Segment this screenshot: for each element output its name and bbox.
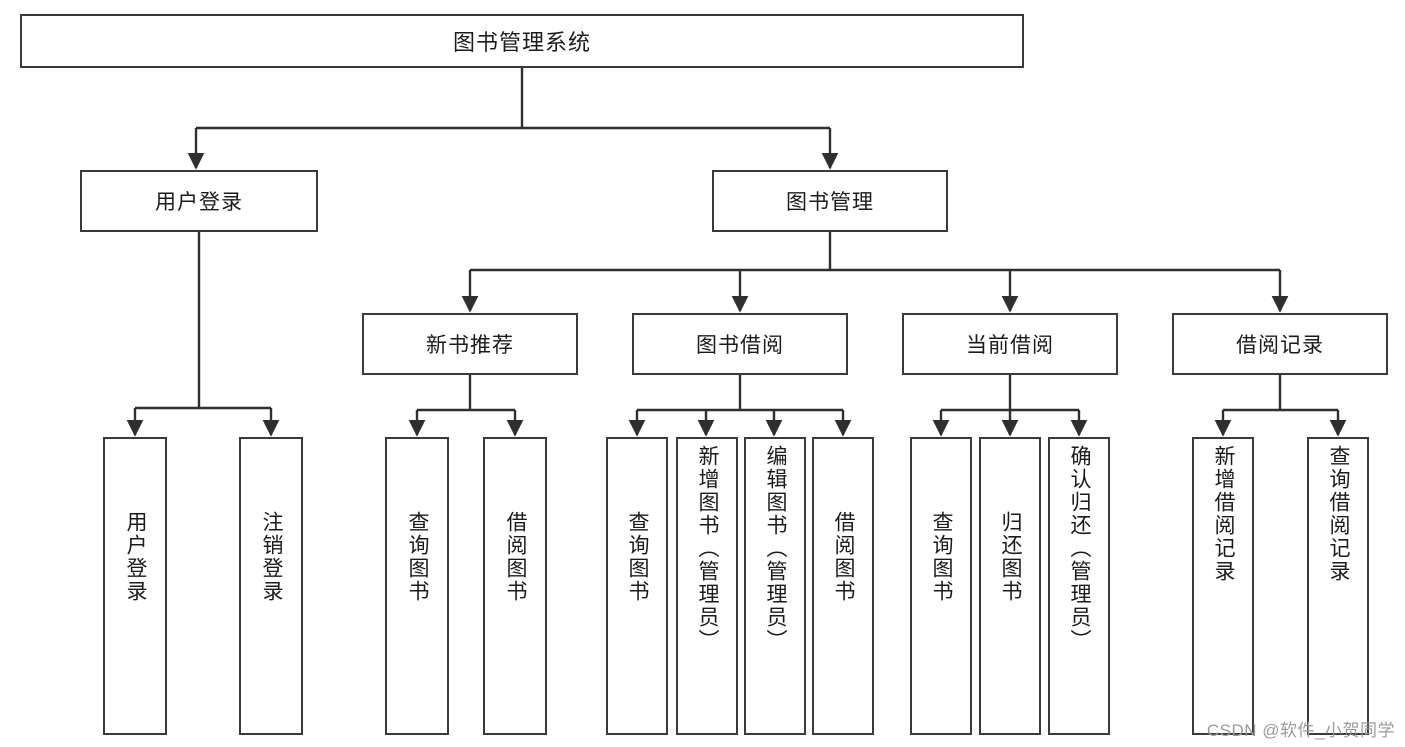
leaf-user-login[interactable]: 用户登录 <box>103 437 167 735</box>
leaf-label: 用户登录 <box>124 511 148 603</box>
node-user-login[interactable]: 用户登录 <box>80 170 318 232</box>
leaf-logout[interactable]: 注销登录 <box>239 437 303 735</box>
leaf-label: 新增图书（管理员） <box>696 445 720 652</box>
node-root-book-management-system[interactable]: 图书管理系统 <box>20 14 1024 68</box>
node-current-borrow[interactable]: 当前借阅 <box>902 313 1118 375</box>
node-label: 借阅记录 <box>1236 334 1324 357</box>
leaf-edit-book-admin[interactable]: 编辑图书（管理员） <box>744 437 806 735</box>
node-new-book-recommend[interactable]: 新书推荐 <box>362 313 578 375</box>
leaf-query-book-borrow[interactable]: 查询图书 <box>606 437 668 735</box>
leaf-query-book-current[interactable]: 查询图书 <box>910 437 972 735</box>
node-label: 图书管理系统 <box>452 30 591 55</box>
leaf-label: 编辑图书（管理员） <box>764 445 788 652</box>
leaf-label: 确认归还（管理员） <box>1068 445 1092 652</box>
leaf-return-book[interactable]: 归还图书 <box>979 437 1041 735</box>
leaf-label: 新增借阅记录 <box>1212 445 1236 583</box>
node-borrow-record[interactable]: 借阅记录 <box>1172 313 1388 375</box>
leaf-label: 注销登录 <box>260 511 284 603</box>
node-label: 新书推荐 <box>426 334 514 357</box>
leaf-confirm-return-admin[interactable]: 确认归还（管理员） <box>1048 437 1110 735</box>
node-label: 图书管理 <box>786 191 874 214</box>
node-book-borrow[interactable]: 图书借阅 <box>632 313 848 375</box>
watermark-text: CSDN @软件_小贺同学 <box>1206 721 1395 740</box>
leaf-borrow-book[interactable]: 借阅图书 <box>812 437 874 735</box>
node-book-management[interactable]: 图书管理 <box>712 170 948 232</box>
leaf-label: 查询图书 <box>930 511 954 603</box>
leaf-label: 借阅图书 <box>832 511 856 603</box>
leaf-query-book-recommend[interactable]: 查询图书 <box>385 437 449 735</box>
node-label: 图书借阅 <box>696 334 784 357</box>
leaf-query-borrow-record[interactable]: 查询借阅记录 <box>1307 437 1369 735</box>
leaf-borrow-book-recommend[interactable]: 借阅图书 <box>483 437 547 735</box>
node-label: 当前借阅 <box>966 334 1054 357</box>
leaf-add-borrow-record[interactable]: 新增借阅记录 <box>1192 437 1254 735</box>
leaf-label: 查询图书 <box>406 511 430 603</box>
leaf-label: 查询图书 <box>626 511 650 603</box>
node-label: 用户登录 <box>155 191 243 214</box>
leaf-label: 借阅图书 <box>504 511 528 603</box>
leaf-label: 归还图书 <box>999 511 1023 603</box>
leaf-label: 查询借阅记录 <box>1327 445 1351 583</box>
leaf-add-book-admin[interactable]: 新增图书（管理员） <box>676 437 738 735</box>
